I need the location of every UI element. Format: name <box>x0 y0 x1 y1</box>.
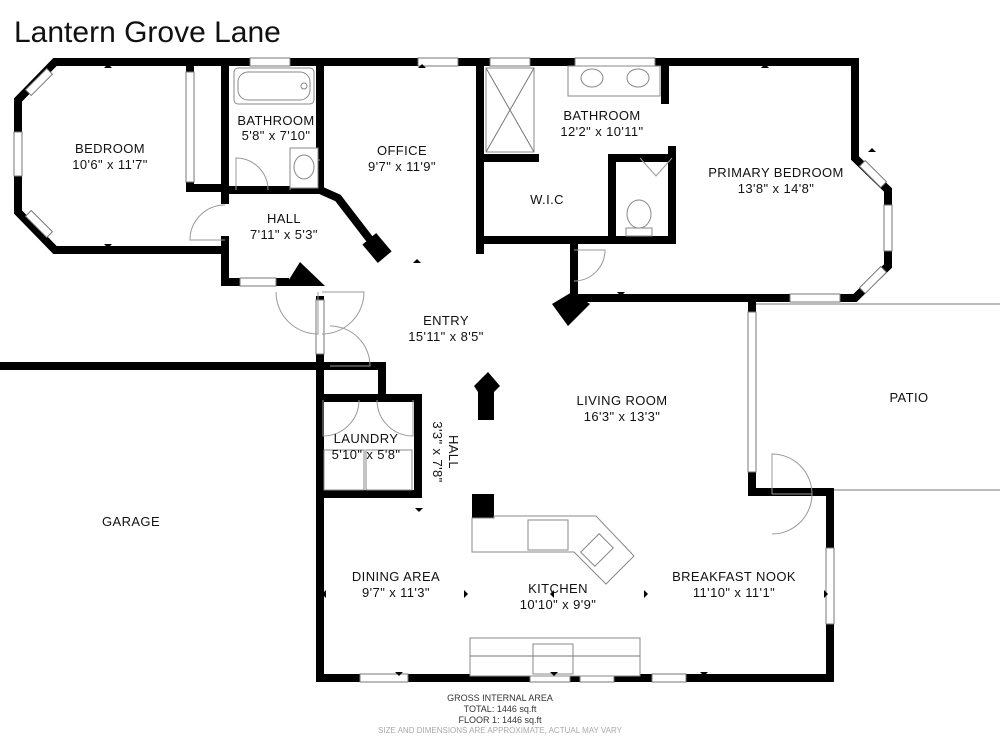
primary-bedroom-dims: 13'8" x 14'8" <box>738 181 815 196</box>
disclaimer: SIZE AND DIMENSIONS ARE APPROXIMATE, ACT… <box>378 726 623 735</box>
living-room-dims: 16'3" x 13'3" <box>584 409 661 424</box>
entry-name: ENTRY <box>423 313 469 328</box>
kitchen-dims: 10'10" x 9'9" <box>520 597 597 612</box>
area-footer: GROSS INTERNAL AREA TOTAL: 1446 sq.ft FL… <box>378 693 623 735</box>
dining-name: DINING AREA <box>352 569 440 584</box>
dining-dims: 9'7" x 11'3" <box>362 585 430 600</box>
bathroom-primary-name: BATHROOM <box>563 108 640 123</box>
dimension-ticks <box>104 64 876 676</box>
breakfast-nook-dims: 11'10" x 11'1" <box>693 585 775 600</box>
wic-name: W.I.C <box>530 192 564 207</box>
hall-side-label: HALL 3'3" x 7'8" <box>430 421 461 482</box>
office-name: OFFICE <box>377 143 427 158</box>
living-room-name: LIVING ROOM <box>576 393 667 408</box>
garage-name: GARAGE <box>102 514 160 529</box>
bedroom-dims: 10'6" x 11'7" <box>72 157 148 172</box>
primary-bedroom-name: PRIMARY BEDROOM <box>708 165 844 180</box>
doors <box>189 157 813 535</box>
hall-side-name: HALL <box>446 435 461 469</box>
entry-dims: 15'11" x 8'5" <box>408 329 484 344</box>
bathroom-small-dims: 5'8" x 7'10" <box>242 128 311 143</box>
hall-top-dims: 7'11" x 5'3" <box>250 227 318 242</box>
office-dims: 9'7" x 11'9" <box>368 159 436 174</box>
plan-title: Lantern Grove Lane <box>14 16 281 49</box>
laundry-dims: 5'10" x 5'8" <box>332 447 401 462</box>
laundry-name: LAUNDRY <box>334 431 399 446</box>
gia-label: GROSS INTERNAL AREA <box>447 693 553 703</box>
hall-top-name: HALL <box>267 211 301 226</box>
room-labels: BEDROOM 10'6" x 11'7" BATHROOM 5'8" x 7'… <box>72 108 928 612</box>
bathroom-small-name: BATHROOM <box>237 113 314 128</box>
bedroom-name: BEDROOM <box>75 141 145 156</box>
floor1-area: FLOOR 1: 1446 sq.ft <box>458 715 542 725</box>
patio-outline <box>756 303 1000 491</box>
fixtures <box>233 65 661 677</box>
breakfast-nook-name: BREAKFAST NOOK <box>672 569 796 584</box>
total-area: TOTAL: 1446 sq.ft <box>464 704 537 714</box>
hall-side-dims: 3'3" x 7'8" <box>430 421 445 482</box>
windows <box>13 57 893 683</box>
bathroom-primary-dims: 12'2" x 10'11" <box>560 124 643 139</box>
patio-name: PATIO <box>889 390 928 405</box>
kitchen-name: KITCHEN <box>528 581 588 596</box>
